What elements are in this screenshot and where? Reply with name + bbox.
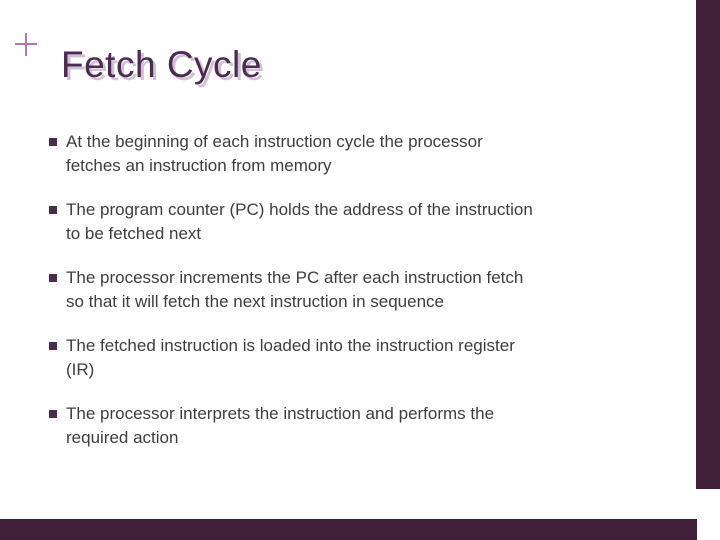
bullet-square-icon: [49, 274, 57, 282]
right-accent-bar: [696, 0, 720, 489]
bullet-item: At the beginning of each instruction cyc…: [49, 130, 533, 178]
bullet-line: so that it will fetch the next instructi…: [66, 292, 444, 311]
bullet-line: The processor increments the PC after ea…: [66, 268, 524, 287]
bullet-line: (IR): [66, 360, 95, 379]
bullet-text: The program counter (PC) holds the addre…: [66, 198, 533, 246]
bullet-item: The fetched instruction is loaded into t…: [49, 334, 533, 382]
slide-title: Fetch Cycle: [61, 44, 262, 85]
bullet-square-icon: [49, 138, 57, 146]
bullet-text: The processor increments the PC after ea…: [66, 266, 523, 314]
bullet-text: At the beginning of each instruction cyc…: [66, 130, 483, 178]
bullet-list: At the beginning of each instruction cyc…: [49, 130, 533, 470]
bullet-line: The processor interprets the instruction…: [66, 404, 495, 423]
bullet-line: At the beginning of each instruction cyc…: [66, 132, 483, 151]
bullet-text: The fetched instruction is loaded into t…: [66, 334, 515, 382]
bullet-line: to be fetched next: [66, 224, 202, 243]
bullet-text: The processor interprets the instruction…: [66, 402, 494, 450]
bullet-square-icon: [49, 206, 57, 214]
bullet-line: required action: [66, 428, 179, 447]
bullet-item: The processor increments the PC after ea…: [49, 266, 533, 314]
bullet-line: fetches an instruction from memory: [66, 156, 332, 175]
bullet-line: The fetched instruction is loaded into t…: [66, 336, 515, 355]
bullet-item: The processor interprets the instruction…: [49, 402, 533, 450]
plus-icon: [15, 33, 37, 56]
bullet-item: The program counter (PC) holds the addre…: [49, 198, 533, 246]
bottom-accent-bar: [0, 519, 697, 540]
bullet-square-icon: [49, 342, 57, 350]
bullet-line: The program counter (PC) holds the addre…: [66, 200, 533, 219]
bullet-square-icon: [49, 410, 57, 418]
